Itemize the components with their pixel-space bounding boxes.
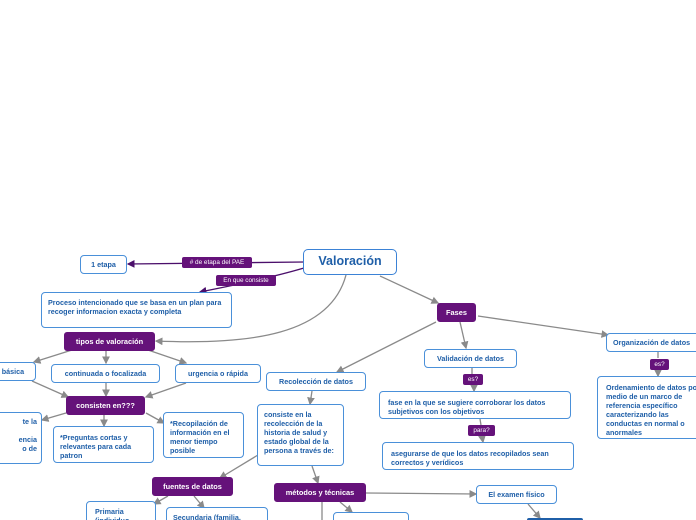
node-asegurarse[interactable]: asegurarse de que los datos recopilados … [382,442,574,470]
link-recoleccion-consiste [307,390,315,406]
link-metodos-examen [365,490,478,498]
link-center-fases [379,275,440,304]
topic-metodos-tecnicas[interactable]: métodos y técnicas [274,483,366,502]
link-basica-consisten [31,380,70,398]
relation-label-para[interactable]: para? [468,425,495,436]
relation-label-consiste[interactable]: En que consiste [216,275,276,286]
topic-consisten-en[interactable]: consisten en??? [66,396,145,415]
link-examen-down [527,503,541,519]
topic-fases[interactable]: Fases [437,303,476,322]
node-recoleccion-datos[interactable]: Recolección de datos [266,372,366,391]
node-examen-fisico[interactable]: El examen físico [476,485,557,504]
node-basica[interactable]: básica [0,362,36,381]
node-cutoff-below-metodos[interactable] [333,512,409,520]
node-validacion-datos[interactable]: Validación de datos [424,349,517,368]
node-preguntas-cortas[interactable]: *Preguntas cortas y relevantes para cada… [53,426,154,463]
left-cutoff-line-3: encia [18,435,37,444]
node-continuada-focalizada[interactable]: continuada o focalizada [51,364,160,383]
left-cutoff-line-4: o de [22,444,37,453]
node-organizacion-datos[interactable]: Organización de datos [606,333,696,352]
link-consisten-recopilacion [145,412,166,424]
node-urgencia-rapida[interactable]: urgencia o rápida [175,364,261,383]
link-consisten-left [40,412,67,422]
link-tipos-basica [32,349,73,364]
link-fases-organizacion [477,315,610,338]
topic-fuentes-datos[interactable]: fuentes de datos [152,477,233,496]
link-consiste-metodos [311,465,320,485]
node-fase-sugiere[interactable]: fase en la que se sugiere corroborar los… [379,391,571,419]
node-consiste-recoleccion[interactable]: consiste en la recolección de la histori… [257,404,344,466]
link-center-tipos [154,274,347,346]
central-topic-valoracion[interactable]: Valoración [303,249,397,275]
link-fase-para [479,418,482,426]
node-secundaria[interactable]: Secundaria (familia, [166,507,268,520]
link-fases-recoleccion [335,321,437,373]
node-proceso-intencionado[interactable]: Proceso intencionado que se basa en un p… [41,292,232,328]
link-metodos-down2 [339,501,353,513]
node-left-cutoff[interactable]: te la encia o de [0,412,42,464]
node-ordenamiento-datos[interactable]: Ordenamiento de datos por medio de un ma… [597,376,696,439]
relation-label-es[interactable]: es? [463,374,483,385]
link-tipos-urgencia [147,349,188,365]
node-recopilacion-informacion[interactable]: *Recopilación de información en el menor… [163,412,244,458]
link-consiste-fuentes [218,454,259,479]
topic-tipos-valoracion[interactable]: tipos de valoración [64,332,155,351]
node-1-etapa[interactable]: 1 etapa [80,255,127,274]
relation-label-es-2[interactable]: es? [650,359,669,370]
link-fuentes-primaria [152,495,169,505]
left-cutoff-line-2 [0,426,37,435]
left-cutoff-line-1: te la [22,417,37,426]
node-primaria[interactable]: Primaria (individuo [86,501,156,520]
link-fuentes-secundaria [193,495,205,509]
link-fases-validacion [459,321,469,350]
relation-label-etapa[interactable]: # de etapa del PAE [182,257,252,268]
link-para-asegurarse [478,434,486,444]
link-urgencia-consisten [144,382,187,399]
